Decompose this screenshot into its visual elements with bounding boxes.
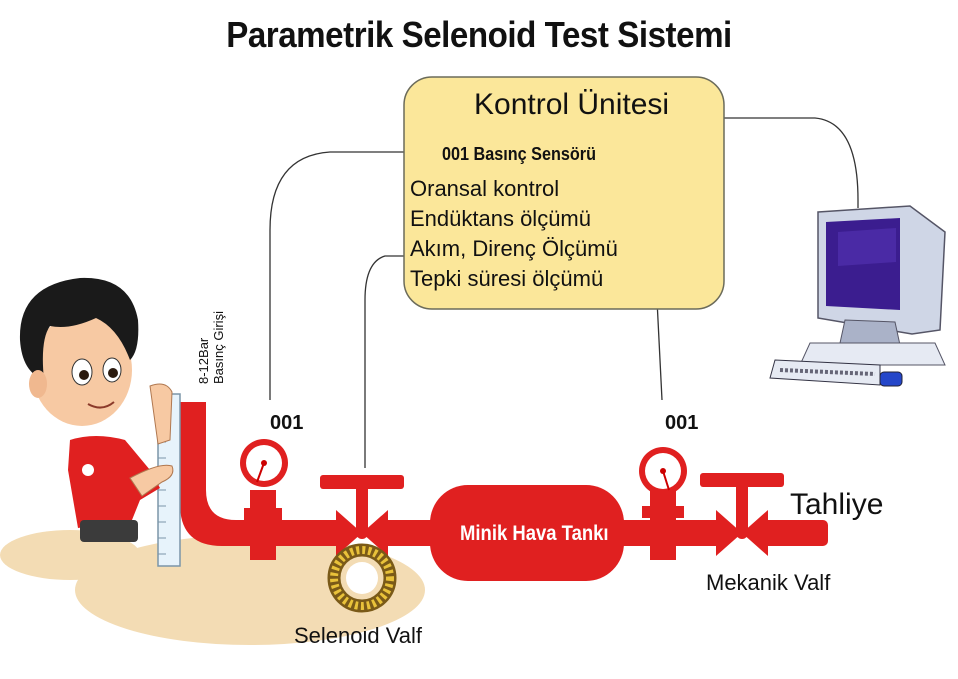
computer-icon	[769, 205, 946, 387]
tank-label: Minik Hava Tankı	[460, 522, 609, 545]
feature-inductance-measurement: Endüktans ölçümü	[410, 206, 591, 231]
pressure-sensor-label: 001 Basınç Sensörü	[442, 144, 596, 164]
child-figure	[19, 277, 174, 542]
outlet-label: Tahliye	[790, 488, 884, 521]
control-unit-title: Kontrol Ünitesi	[474, 88, 670, 121]
feature-response-time-measurement: Tepki süresi ölçümü	[410, 266, 604, 291]
valve-icon	[320, 475, 404, 556]
solenoid-coil-icon	[327, 543, 397, 613]
pressure-gauge-icon	[240, 439, 288, 560]
pressure-input-label: 8-12Bar Basınç Girişi	[196, 311, 226, 384]
pressure-input-text: Basınç Girişi	[211, 311, 226, 384]
control-unit-box	[403, 76, 725, 310]
ground-patch-left	[0, 530, 140, 580]
pressure-gauge-icon-2	[639, 447, 687, 560]
mechanical-valve-label: Mekanik Valf	[706, 570, 831, 595]
mechanical-valve-icon	[700, 473, 784, 556]
diagram-title: Parametrik Selenoid Test Sistemi	[226, 14, 732, 55]
feature-current-resistance-measurement: Akım, Direnç Ölçümü	[410, 236, 618, 261]
feature-proportional-control: Oransal kontrol	[410, 176, 560, 201]
gauge-label-2: 001	[665, 412, 699, 434]
pressure-range: 8-12Bar	[196, 337, 211, 384]
solenoid-valve-label: Selenoid Valf	[294, 623, 423, 648]
gauge-label-1: 001	[270, 412, 304, 434]
tank	[430, 485, 624, 581]
